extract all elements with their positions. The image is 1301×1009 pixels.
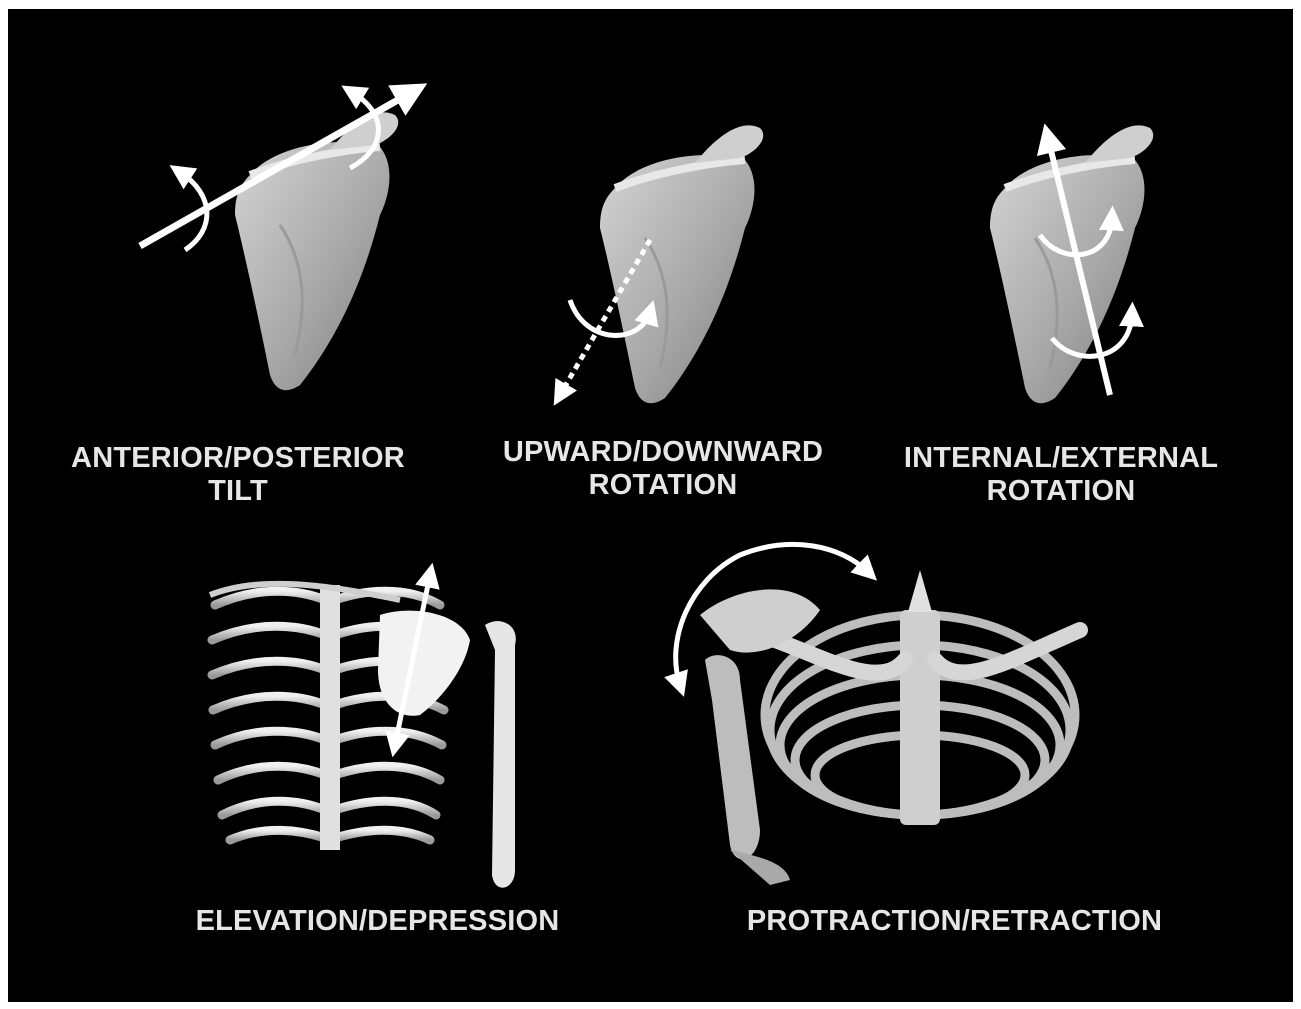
upward-label-line2: ROTATION bbox=[498, 469, 828, 502]
internal-label-line2: ROTATION bbox=[900, 475, 1222, 508]
tilt-label-line1: ANTERIOR/POSTERIOR bbox=[68, 442, 408, 475]
label-protraction-retraction: PROTRACTION/RETRACTION bbox=[743, 905, 1166, 938]
scapula-internal-rotation-illustration bbox=[990, 125, 1153, 403]
scapula-tilt-illustration bbox=[140, 92, 412, 390]
anterior-thorax-illustration bbox=[676, 544, 1080, 885]
upward-label-line1: UPWARD/DOWNWARD bbox=[498, 436, 828, 469]
label-anterior-posterior-tilt: ANTERIOR/POSTERIOR TILT bbox=[68, 442, 408, 508]
label-internal-external-rotation: INTERNAL/EXTERNAL ROTATION bbox=[900, 442, 1222, 508]
label-upward-downward-rotation: UPWARD/DOWNWARD ROTATION bbox=[498, 436, 828, 502]
tilt-label-line2: TILT bbox=[68, 475, 408, 508]
internal-label-line1: INTERNAL/EXTERNAL bbox=[900, 442, 1222, 475]
label-elevation-depression: ELEVATION/DEPRESSION bbox=[190, 905, 565, 938]
scapula-upward-rotation-illustration bbox=[560, 125, 763, 403]
posterior-thorax-illustration bbox=[210, 575, 516, 888]
